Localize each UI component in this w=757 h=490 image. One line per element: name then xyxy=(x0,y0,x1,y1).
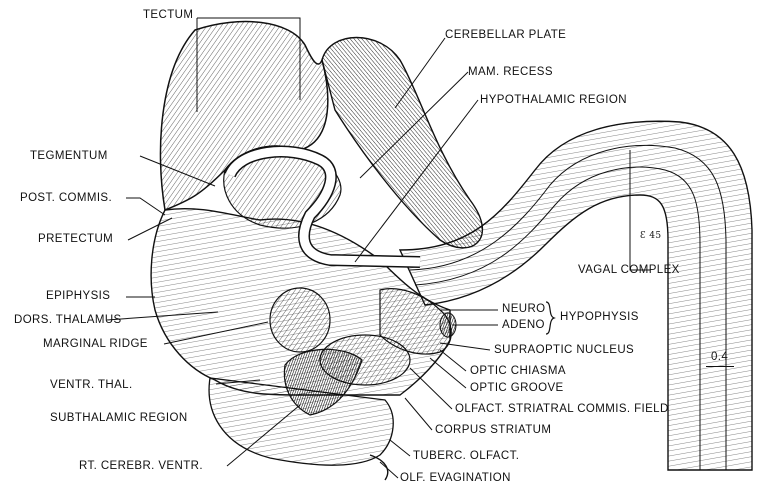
label-epiphysis: EPIPHYSIS xyxy=(46,290,111,302)
ventricle-ribbon xyxy=(224,145,421,268)
label-adeno: ADENO xyxy=(502,319,545,331)
hypothalamus-hypophysis xyxy=(379,288,457,355)
label-rt-cerebr-ventr: RT. CEREBR. VENTR. xyxy=(79,460,203,472)
label-marginal-ridge: MARGINAL RIDGE xyxy=(43,338,148,350)
label-hypothalamic-region: HYPOTHALAMIC REGION xyxy=(480,94,627,106)
label-optic-chiasma: OPTIC CHIASMA xyxy=(470,365,566,377)
leader-lines xyxy=(106,17,650,479)
label-tuberc-olfact: TUBERC. OLFACT. xyxy=(413,450,520,462)
label-dors-thalamus: DORS. THALAMUS xyxy=(14,314,122,326)
label-cerebellar-plate: CEREBELLAR PLATE xyxy=(445,29,567,41)
label-mam-recess: MAM. RECESS xyxy=(468,66,553,78)
label-tectum: TECTUM xyxy=(143,9,194,21)
label-subthalamic-region: SUBTHALAMIC REGION xyxy=(50,412,188,424)
label-olfact-striatral-commis-field: OLFACT. STRIATRAL COMMIS. FIELD xyxy=(455,403,669,415)
scale-bar xyxy=(706,366,734,367)
label-supraoptic-nucleus: SUPRAOPTIC NUCLEUS xyxy=(494,344,635,356)
label-pretectum: PRETECTUM xyxy=(38,233,114,245)
hindbrain-tube xyxy=(398,120,753,471)
label-olf-evagination: OLF. EVAGINATION xyxy=(400,472,511,484)
label-corpus-striatum: CORPUS STRIATUM xyxy=(435,424,552,436)
artist-signature: Ɛ 45 xyxy=(640,231,662,241)
label-neuro: NEURO xyxy=(502,303,546,315)
corpus-striatum-mass xyxy=(208,287,411,481)
cerebellar-plate xyxy=(321,36,483,249)
label-post-commis: POST. COMMIS. xyxy=(20,192,113,204)
hypophysis-brace xyxy=(545,301,556,335)
label-hypophysis: HYPOPHYSIS xyxy=(560,311,639,323)
label-optic-groove: OPTIC GROOVE xyxy=(470,382,564,394)
scale-label: 0.4 xyxy=(711,351,729,363)
label-ventr-thal: VENTR. THAL. xyxy=(50,379,133,391)
label-vagal-complex: VAGAL COMPLEX xyxy=(578,264,680,276)
label-tegmentum: TEGMENTUM xyxy=(30,150,108,162)
